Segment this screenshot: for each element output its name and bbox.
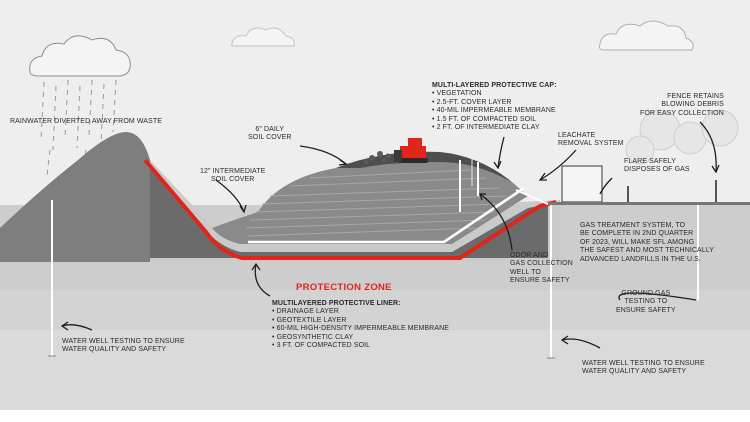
cap-item: 40-MIL IMPERMEABLE MEMBRANE	[432, 107, 557, 115]
daily-cover-line: 6" DAILY	[255, 126, 285, 133]
gas-well	[459, 160, 479, 212]
protection-zone-label: PROTECTION ZONE	[296, 282, 392, 293]
flare-line: FLARE SAFELY	[624, 158, 677, 165]
leachate-label: LEACHATE REMOVAL SYSTEM	[558, 132, 624, 149]
rain-icon	[40, 79, 117, 176]
well-left-label: WATER WELL TESTING TO ENSURE WATER QUALI…	[62, 338, 185, 355]
fence-line: FENCE RETAINS	[667, 93, 724, 100]
gas-treatment-label: GAS TREATMENT SYSTEM, TO BE COMPLETE IN …	[580, 222, 714, 264]
fence-label: FENCE RETAINS BLOWING DEBRIS FOR EASY CO…	[640, 93, 724, 118]
liner-title: MULTILAYERED PROTECTIVE LINER:	[272, 300, 401, 307]
cap-item: 2 FT. OF INTERMEDIATE CLAY	[432, 124, 557, 132]
cloud-icon	[231, 27, 295, 47]
bulldozer-icon	[394, 138, 428, 163]
gas-treatment-line: ADVANCED LANDFILLS IN THE U.S.	[580, 255, 701, 263]
gas-treatment-line: BE COMPLETE IN 2ND QUARTER	[580, 230, 694, 238]
ground-gas-line: ENSURE SAFETY	[616, 306, 676, 314]
flare-line: DISPOSES OF GAS	[624, 166, 690, 174]
gas-treatment-line: THE SAFEST AND MOST TECHNICALLY	[580, 247, 715, 255]
well-right-label: WATER WELL TESTING TO ENSURE WATER QUALI…	[582, 360, 705, 377]
liner-item: GEOTEXTILE LAYER	[272, 317, 449, 325]
odor-line: ODOR AND	[510, 252, 549, 259]
gas-treatment-line: OF 2023, WILL MAKE SFL AMONG	[580, 238, 695, 246]
treatment-building-icon	[561, 165, 603, 203]
cap-label: MULTI-LAYERED PROTECTIVE CAP: VEGETATION…	[432, 82, 557, 132]
well-right-line: WATER QUALITY AND SAFETY	[582, 368, 687, 376]
odor-line: GAS COLLECTION	[510, 260, 573, 268]
intermediate-cover-label: 12" INTERMEDIATE SOIL COVER	[200, 168, 265, 185]
cloud-icon	[29, 35, 131, 77]
arrow-icon	[60, 121, 720, 349]
odor-label: ODOR AND GAS COLLECTION WELL TO ENSURE S…	[510, 252, 573, 286]
daily-cover-line: SOIL COVER	[248, 134, 292, 142]
cap-item: 1.5 FT. OF COMPACTED SOIL	[432, 116, 557, 124]
intermediate-cover-line: 12" INTERMEDIATE	[200, 168, 266, 175]
liner-item: 3 FT. OF COMPACTED SOIL	[272, 342, 449, 350]
rainwater-label: RAINWATER DIVERTED AWAY FROM WASTE	[10, 118, 162, 125]
well-left-line: WATER QUALITY AND SAFETY	[62, 346, 167, 354]
liner-label: MULTILAYERED PROTECTIVE LINER: DRAINAGE …	[272, 300, 449, 350]
cap-item: VEGETATION	[432, 90, 557, 98]
ground-gas-line: TESTING TO	[624, 298, 668, 306]
liner-item: GEOSYNTHETIC CLAY	[272, 334, 449, 342]
liner-item: DRAINAGE LAYER	[272, 308, 449, 316]
intermediate-cover-line: SOIL COVER	[210, 176, 255, 184]
odor-line: ENSURE SAFETY	[510, 277, 570, 285]
ground-gas-label: GROUND GAS TESTING TO ENSURE SAFETY	[616, 290, 676, 315]
well-right-line: WATER WELL TESTING TO ENSURE	[582, 360, 705, 367]
leachate-line: REMOVAL SYSTEM	[558, 140, 624, 148]
daily-cover-label: 6" DAILY SOIL COVER	[248, 126, 292, 143]
gas-treatment-line: GAS TREATMENT SYSTEM, TO	[580, 222, 686, 229]
cap-item: 2.5-FT. COVER LAYER	[432, 99, 557, 107]
leachate-line: LEACHATE	[558, 132, 596, 139]
fence-line: FOR EASY COLLECTION	[640, 109, 724, 117]
fence-line: BLOWING DEBRIS	[661, 101, 724, 109]
cloud-icon	[599, 20, 694, 51]
flare-label: FLARE SAFELY DISPOSES OF GAS	[624, 158, 690, 175]
liner-item: 60-MIL HIGH-DENSITY IMPERMEABLE MEMBRANE	[272, 325, 449, 333]
monitoring-well	[51, 200, 699, 358]
well-left-line: WATER WELL TESTING TO ENSURE	[62, 338, 185, 345]
odor-line: WELL TO	[510, 268, 541, 276]
ground-gas-line: GROUND GAS	[621, 290, 671, 297]
cap-title: MULTI-LAYERED PROTECTIVE CAP:	[432, 82, 557, 89]
